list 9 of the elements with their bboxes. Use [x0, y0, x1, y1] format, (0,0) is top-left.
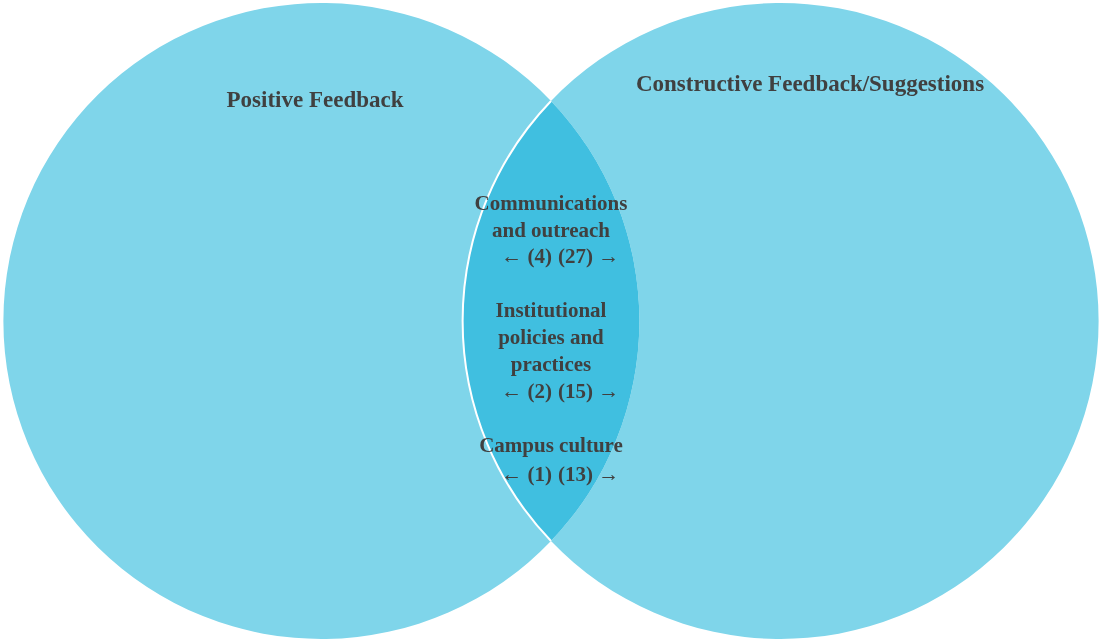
count-label: (27) →: [557, 243, 621, 270]
topic-label: Institutional policies and practices: [494, 297, 608, 378]
count-label: ← (2): [500, 378, 553, 405]
count-label: (13) →: [557, 461, 621, 488]
circle-heading: Constructive Feedback/Suggestions: [634, 70, 986, 97]
count-label: ← (1): [500, 461, 553, 488]
count-label: ← (4): [500, 243, 553, 270]
circle-heading: Positive Feedback: [225, 86, 405, 113]
count-label: (15) →: [557, 378, 621, 405]
